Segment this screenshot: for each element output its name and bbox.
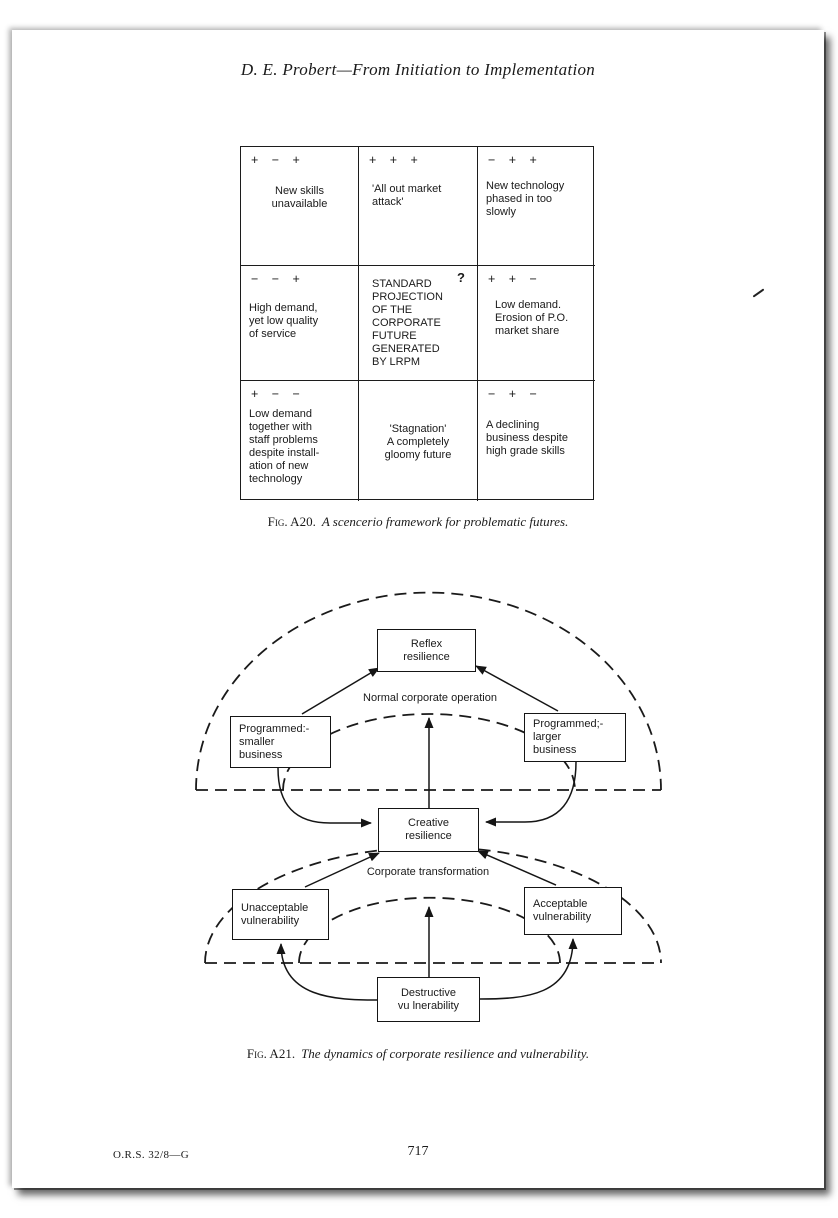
fig-a21-caption-label: Fig. A21. <box>246 1046 296 1061</box>
programmed-larger-business-box: Programmed;- larger business <box>524 713 626 762</box>
cell-text: Low demand together with staff problems … <box>249 408 320 485</box>
cell-signs: + + + <box>369 153 423 167</box>
scenario-cell-new-technology: − + + New technology phased in too slowl… <box>478 147 595 266</box>
scenario-cell-low-demand-staff: + − − Low demand together with staff pro… <box>241 381 359 501</box>
arrow-progsmall-to-reflex <box>301 667 380 715</box>
fig-a21-caption-text: The dynamics of corporate resilience and… <box>301 1046 590 1061</box>
cell-text: High demand, yet low quality of service <box>249 302 319 340</box>
arrow-destructive-to-unacceptable <box>276 943 378 1001</box>
arrow-proglarge-to-creative <box>485 761 577 827</box>
scan-stray-mark <box>752 288 765 298</box>
cell-text: A declining business despite high grade … <box>486 419 568 457</box>
arrow-unacceptable-to-creative <box>304 852 380 888</box>
reflex-resilience-box: Reflex resilience <box>377 629 476 672</box>
question-mark: ? <box>457 270 465 285</box>
cell-signs: − + + <box>488 153 542 167</box>
unacceptable-vulnerability-box: Unacceptable vulnerability <box>232 889 329 940</box>
creative-resilience-box: Creative resilience <box>378 808 479 852</box>
cell-text: Low demand. Erosion of P.O. market share <box>495 299 569 337</box>
cell-signs: + − + <box>251 153 305 167</box>
destructive-vulnerability-box: Destructive vu lnerability <box>377 977 480 1022</box>
scanned-page: D. E. Probert—From Initiation to Impleme… <box>12 30 824 1188</box>
corporate-transformation-label: Corporate transformation <box>366 866 490 878</box>
acceptable-vulnerability-box: Acceptable vulnerability <box>524 887 622 935</box>
programmed-smaller-business-box: Programmed:- smaller business <box>230 716 331 768</box>
arrow-acceptable-to-creative <box>477 850 557 886</box>
fig-a21-caption: Fig. A21. The dynamics of corporate resil… <box>12 1046 824 1062</box>
flow-arrows <box>276 665 578 1001</box>
fig-a20-caption-text: A scencerio framework for problematic fu… <box>321 514 569 529</box>
cell-signs: + + − <box>488 272 542 286</box>
scenario-framework-table: + − + New skills unavailable + + + 'All … <box>240 146 595 501</box>
scenario-cell-new-skills: + − + New skills unavailable <box>241 147 359 266</box>
cell-text: New skills unavailable <box>271 185 328 210</box>
scenario-cell-market-attack: + + + 'All out market attack' <box>359 147 478 266</box>
scenario-cell-low-demand-erosion: + + − Low demand. Erosion of P.O. market… <box>478 266 595 381</box>
scenario-cell-standard-projection: ? STANDARD PROJECTION OF THE CORPORATE F… <box>359 266 478 381</box>
journal-signature: O.R.S. 32/8—G <box>113 1149 190 1161</box>
page-header-title: D. E. Probert—From Initiation to Impleme… <box>240 60 596 79</box>
lower-inner-arc <box>298 896 561 964</box>
cell-text: 'All out market attack' <box>372 183 442 208</box>
normal-corporate-operation-label: Normal corporate operation <box>363 692 497 704</box>
arrow-progsmall-to-creative <box>277 767 372 828</box>
cell-signs: − + − <box>488 387 542 401</box>
resilience-diagram-svg <box>195 591 662 1001</box>
upper-outer-arc <box>195 591 662 791</box>
fig-a20-caption: Fig. A20. A scencerio framework for probl… <box>12 514 824 530</box>
arrow-destructive-to-acceptable <box>479 938 578 1000</box>
scenario-cell-declining-business: − + − A declining business despite high … <box>478 381 595 501</box>
cell-text: 'Stagnation' A completely gloomy future <box>384 423 452 461</box>
cell-text: STANDARD PROJECTION OF THE CORPORATE FUT… <box>372 278 443 368</box>
fig-a20-caption-label: Fig. A20. <box>267 514 316 529</box>
cell-signs: + − − <box>251 387 305 401</box>
cell-text: New technology phased in too slowly <box>486 180 565 218</box>
scenario-cell-high-demand: − − + High demand, yet low quality of se… <box>241 266 359 381</box>
page-number: 717 <box>407 1144 429 1159</box>
cell-signs: − − + <box>251 272 305 286</box>
scenario-cell-stagnation: 'Stagnation' A completely gloomy future <box>359 381 478 501</box>
arrow-proglarge-to-reflex <box>475 665 559 712</box>
